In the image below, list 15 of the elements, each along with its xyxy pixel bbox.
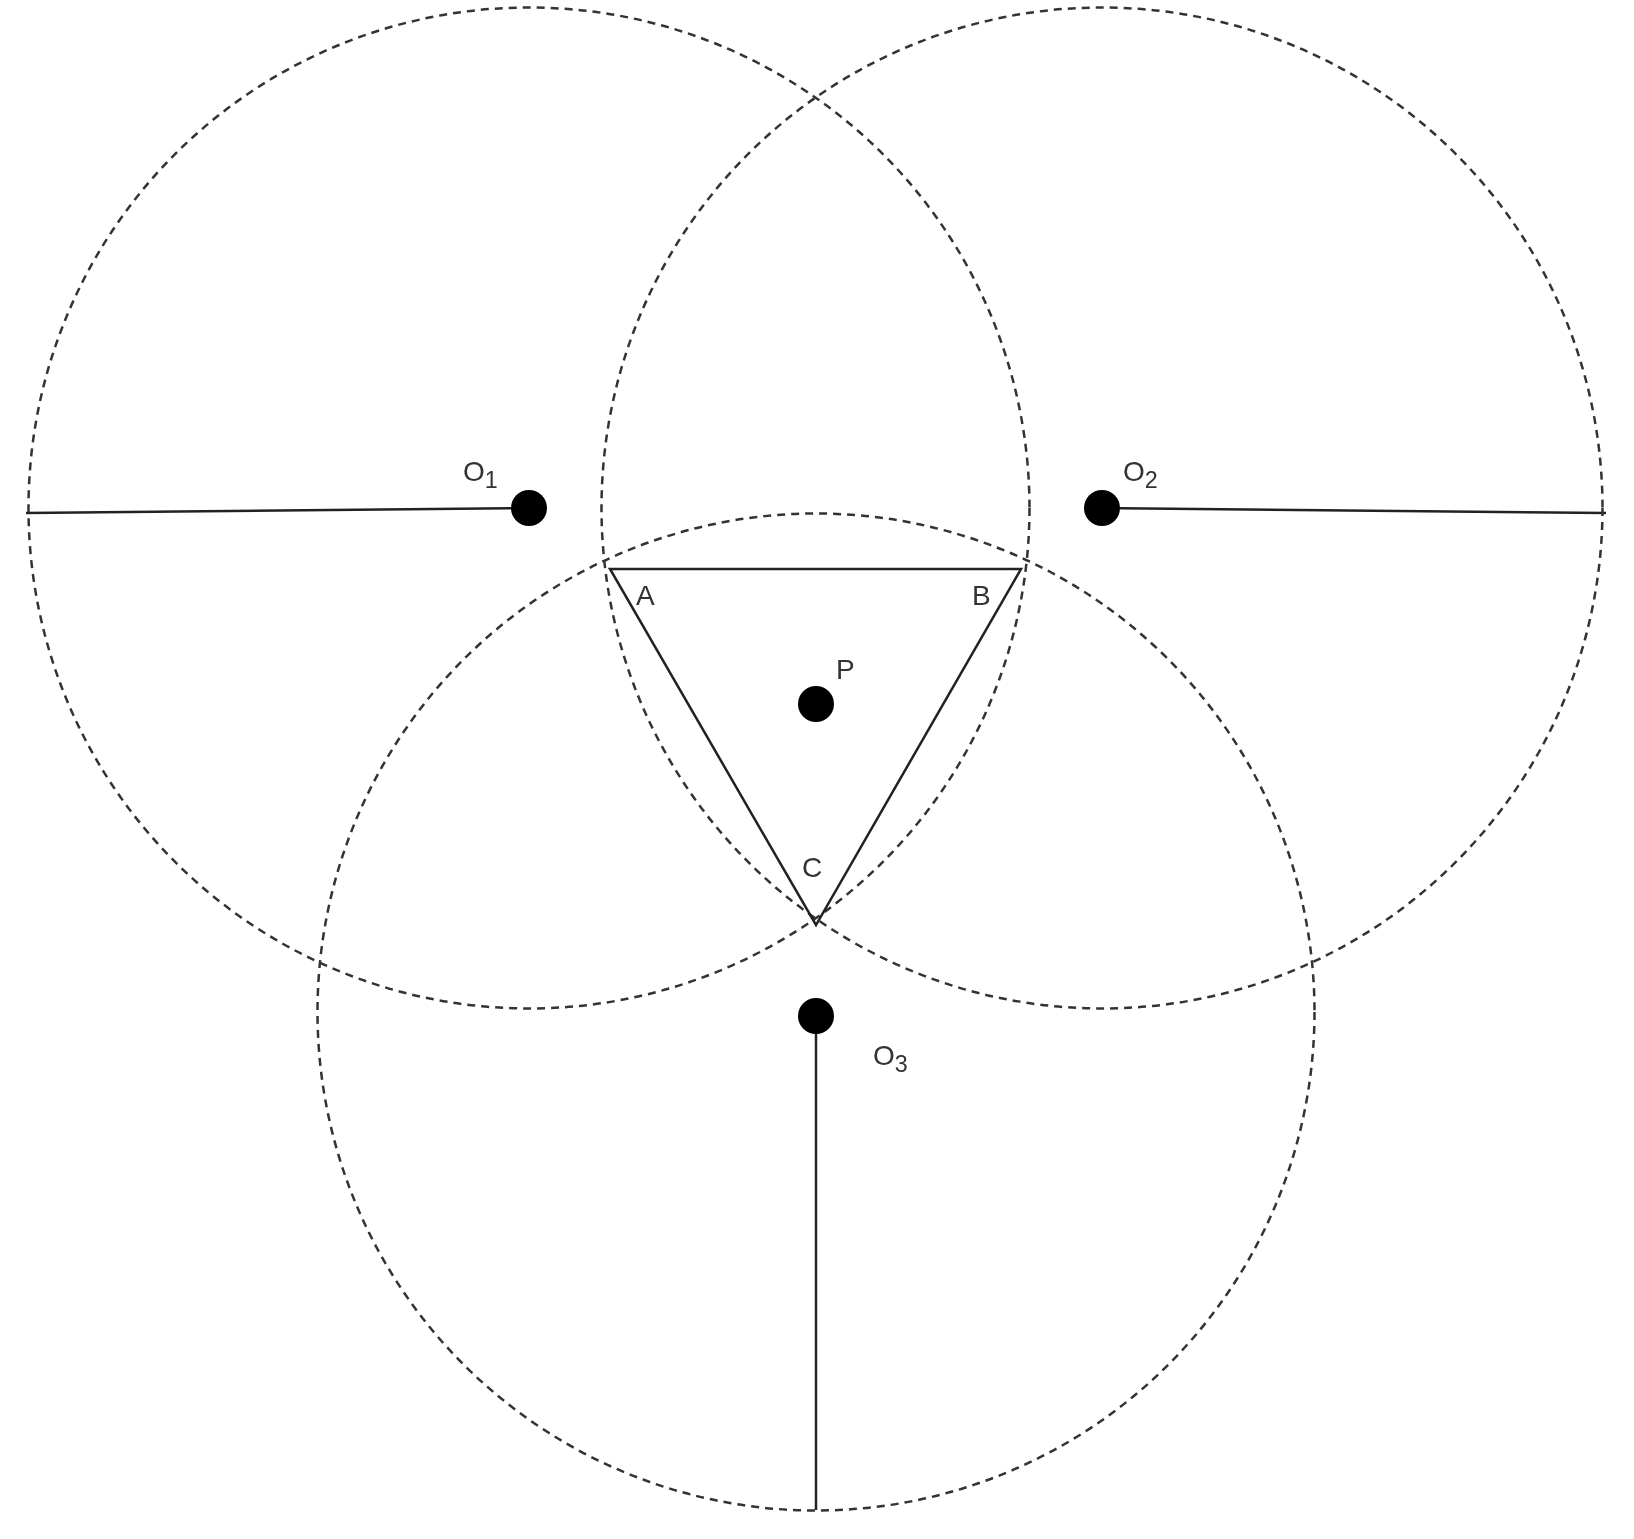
point-label: O$_{2}$ [1123,458,1158,492]
point-dot [1084,490,1120,526]
dashed-circle [27,6,1031,1010]
point-dot [511,490,547,526]
vertex-label: B [972,582,991,610]
vertex-label: C [802,854,823,882]
triangle [610,569,1021,925]
dashed-circle [316,512,1316,1512]
vertex-label: A [636,582,655,610]
point-label: O$_{3}$ [873,1042,908,1076]
point-label: O$_{1}$ [463,458,498,492]
point-dot [798,686,834,722]
point-label: P [836,656,855,684]
point-dot [798,998,834,1034]
dashed-circle [600,6,1604,1010]
